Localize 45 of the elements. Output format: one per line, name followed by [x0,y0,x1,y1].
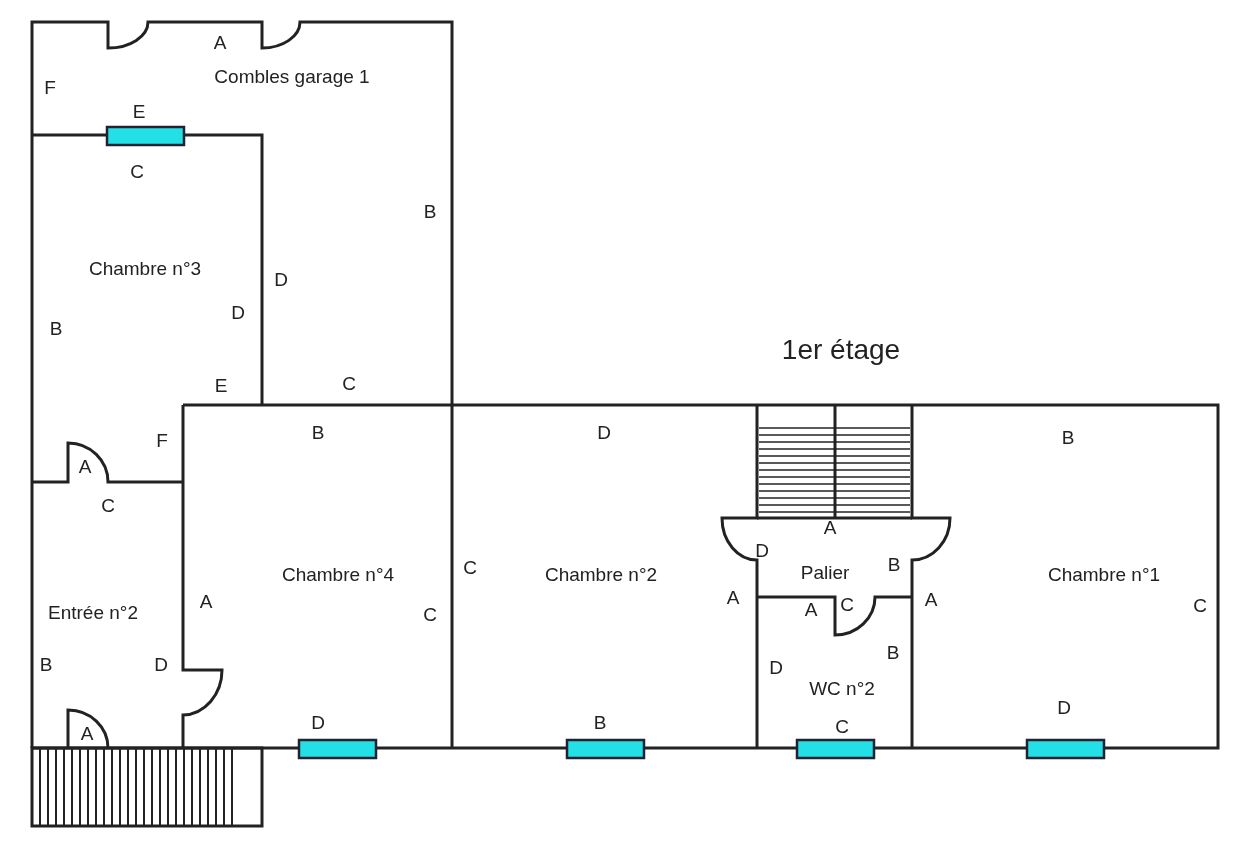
wall-letter: D [274,269,288,289]
wall-letter: C [101,495,115,515]
room-name: Chambre n°1 [1047,564,1161,584]
wall-letter: C [1193,595,1207,615]
wall-letter: C [130,161,144,181]
wall-letter: B [886,642,900,662]
wall-letter: C [463,557,477,577]
wall-letter: D [311,712,325,732]
floor-title: 1er étage [781,336,901,364]
wall-letter: D [769,657,783,677]
wall-letter: A [78,456,92,476]
wall-letter: A [804,599,818,619]
wall-letter: D [755,540,769,560]
wall-letter: A [823,517,837,537]
wall-letter: C [840,594,854,614]
wall-letter: B [593,712,607,732]
room-name: Chambre n°3 [88,258,202,278]
wall-letter: E [132,101,146,121]
wall-letter: B [311,422,325,442]
wall-letter: B [423,201,437,221]
room-name: Chambre n°2 [544,564,658,584]
wall-letter: A [80,723,94,743]
room-name: Combles garage 1 [214,66,370,86]
wall-letter: D [231,302,245,322]
wall-letter: A [213,32,227,52]
wall-letter: B [887,554,901,574]
room-name: Chambre n°4 [281,564,395,584]
wall-letter: F [44,77,56,97]
room-name: WC n°2 [809,678,875,698]
wall-letter: C [835,716,849,736]
room-name: Entrée n°2 [48,602,138,622]
wall-letter: B [1061,427,1075,447]
wall-letter: D [1057,697,1071,717]
wall-letter: F [156,430,168,450]
room-name: Palier [800,562,850,582]
wall-letter: D [597,422,611,442]
wall-letter: D [154,654,168,674]
wall-letter: C [423,604,437,624]
wall-letter: C [342,373,356,393]
wall-letter: A [199,591,213,611]
wall-letter: A [726,587,740,607]
wall-letter: E [214,375,228,395]
wall-letter: A [924,589,938,609]
wall-letter: B [39,654,53,674]
wall-letter: B [49,318,63,338]
